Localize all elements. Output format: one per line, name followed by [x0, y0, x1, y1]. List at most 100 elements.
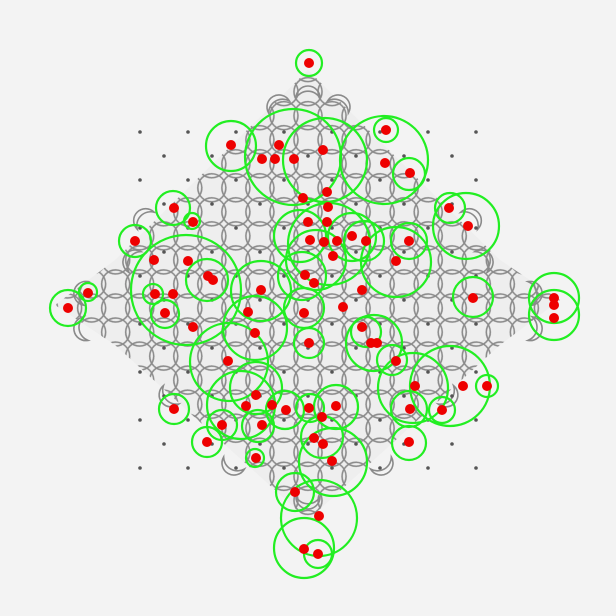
detection-circle	[272, 516, 336, 580]
kolam-dot	[138, 274, 142, 278]
detection-circle	[372, 116, 400, 144]
detection-circles	[48, 48, 581, 580]
kolam-crescent	[295, 85, 321, 101]
kolam-dot	[354, 346, 358, 350]
detection-point	[380, 158, 390, 168]
kolam-dot	[258, 298, 262, 302]
detection-point	[188, 217, 198, 227]
detection-circle	[431, 191, 501, 261]
kolam-dot	[426, 466, 430, 470]
kolam-dot	[330, 274, 334, 278]
detection-circle	[294, 392, 326, 424]
kolam-dot	[426, 178, 430, 182]
kolam-dot	[282, 466, 286, 470]
kolam-dot	[186, 130, 190, 134]
detection-circle	[359, 225, 433, 299]
detection-circle	[221, 294, 289, 362]
detection-circle	[264, 389, 306, 431]
kolam-dot	[426, 322, 430, 326]
detection-point	[357, 285, 367, 295]
kolam-dot	[354, 202, 358, 206]
kolam-crescent	[472, 249, 494, 275]
detection-circle	[344, 313, 404, 373]
detection-point	[149, 255, 159, 265]
detection-circle	[154, 189, 192, 227]
detection-point	[361, 236, 371, 246]
kolam-dot	[378, 274, 382, 278]
detection-circle	[276, 250, 328, 302]
kolam-dot	[282, 418, 286, 422]
detection-circle	[204, 119, 258, 173]
kolam-dot	[474, 370, 478, 374]
detection-point	[83, 288, 93, 298]
detection-point	[208, 275, 218, 285]
detection-point	[549, 293, 559, 303]
kolam-dot	[450, 154, 454, 158]
detection-point	[251, 453, 261, 463]
detection-point	[332, 236, 342, 246]
detection-point	[63, 303, 73, 313]
detection-point	[270, 154, 280, 164]
detection-point	[300, 270, 310, 280]
detection-circle	[294, 48, 324, 78]
detection-point	[257, 420, 267, 430]
detection-point	[299, 544, 309, 554]
detection-point	[217, 420, 227, 430]
kolam-dot	[210, 154, 214, 158]
detection-circle	[141, 282, 165, 306]
detection-point	[549, 300, 559, 310]
detection-circle	[48, 288, 88, 328]
detection-circle	[77, 281, 99, 303]
detection-point	[458, 381, 468, 391]
detection-circle	[182, 211, 202, 231]
kolam-dot	[138, 178, 142, 182]
detection-point	[347, 231, 357, 241]
kolam-dot	[210, 202, 214, 206]
kolam-dot	[162, 250, 166, 254]
detection-point	[323, 202, 333, 212]
kolam-crescent	[525, 315, 543, 342]
kolam-dot	[282, 274, 286, 278]
detection-point	[257, 154, 267, 164]
detection-point	[318, 439, 328, 449]
detection-point	[281, 405, 291, 415]
kolam-dot	[306, 154, 310, 158]
kolam-dot	[402, 394, 406, 398]
detection-point	[317, 412, 327, 422]
kolam-dot	[330, 322, 334, 326]
detection-point	[482, 381, 492, 391]
detection-point	[327, 456, 337, 466]
kolam-dot	[258, 346, 262, 350]
detection-point	[391, 256, 401, 266]
detection-point	[313, 549, 323, 559]
detection-point	[250, 328, 260, 338]
detection-point	[549, 313, 559, 323]
kolam-dot	[258, 250, 262, 254]
detection-circle	[272, 208, 328, 264]
detection-point	[309, 433, 319, 443]
kolam-dot	[474, 178, 478, 182]
kolam-dot	[282, 370, 286, 374]
detection-circle	[157, 392, 191, 426]
detection-point	[168, 289, 178, 299]
detection-point	[405, 404, 415, 414]
detection-circle	[129, 233, 243, 347]
detection-point	[372, 338, 382, 348]
detection-point	[223, 356, 233, 366]
kolam-dot	[306, 442, 310, 446]
kolam-dot	[186, 370, 190, 374]
detection-point	[299, 308, 309, 318]
detection-point	[169, 203, 179, 213]
detection-point	[241, 401, 251, 411]
detection-point	[304, 403, 314, 413]
detection-circle	[427, 395, 457, 425]
kolam-crescent	[368, 454, 394, 476]
kolam-dots	[138, 130, 478, 470]
detection-point	[391, 356, 401, 366]
kolam-dot	[474, 322, 478, 326]
kolam-dot	[402, 298, 406, 302]
detection-point	[405, 168, 415, 178]
